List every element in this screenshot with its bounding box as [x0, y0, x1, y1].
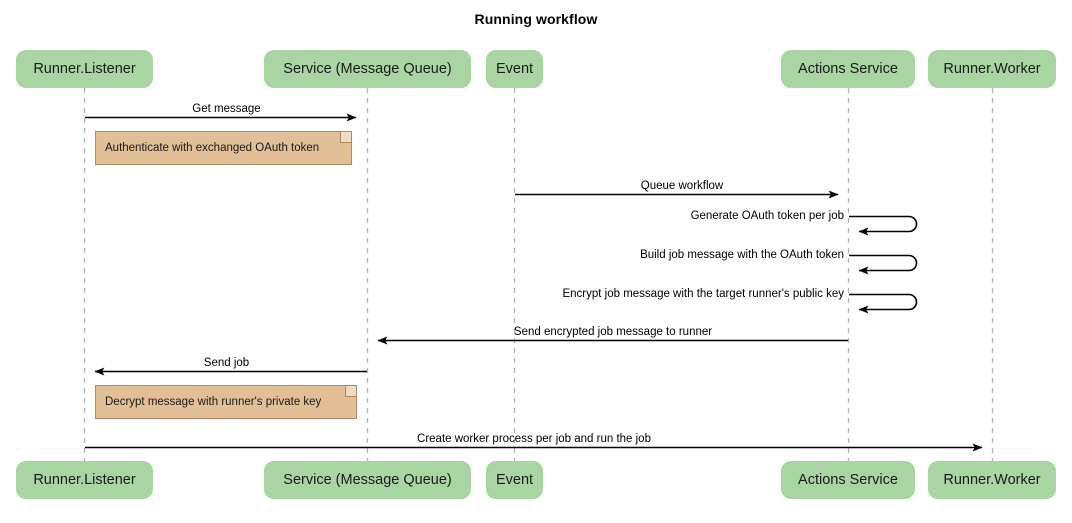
actor-label: Runner.Worker [943, 61, 1041, 77]
actor-box-service-message-queue-top[interactable]: Service (Message Queue) [264, 50, 471, 88]
note-fold-corner-icon [340, 132, 351, 143]
actor-box-runner-worker-top[interactable]: Runner.Worker [928, 50, 1056, 88]
actor-label: Actions Service [798, 472, 898, 488]
note-authenticate-with-oauth-token: Authenticate with exchanged OAuth token [95, 131, 352, 165]
actor-box-event-top[interactable]: Event [486, 50, 543, 88]
message-label-queue-workflow: Queue workflow [640, 180, 724, 192]
note-label: Authenticate with exchanged OAuth token [105, 142, 320, 154]
actor-label: Event [495, 472, 534, 488]
actor-label: Service (Message Queue) [283, 472, 452, 488]
actor-label: Service (Message Queue) [283, 61, 452, 77]
actor-label: Runner.Listener [33, 472, 136, 488]
message-label-send-encrypted-job-message: Send encrypted job message to runner [513, 326, 713, 338]
actor-label: Runner.Worker [943, 472, 1041, 488]
message-selfloop-generate-oauth-token [849, 215, 918, 236]
message-selfloop-build-job-message [849, 254, 918, 275]
actor-box-runner-listener-bottom[interactable]: Runner.Listener [16, 461, 153, 499]
actor-box-runner-worker-bottom[interactable]: Runner.Worker [928, 461, 1056, 499]
message-selfloop-encrypt-job-message [849, 293, 918, 314]
actor-box-runner-listener-top[interactable]: Runner.Listener [16, 50, 153, 88]
actor-box-event-bottom[interactable]: Event [486, 461, 543, 499]
message-label-generate-oauth-token: Generate OAuth token per job [690, 210, 844, 222]
actor-box-actions-service-top[interactable]: Actions Service [781, 50, 915, 88]
diagram-title: Running workflow [474, 11, 598, 27]
note-fold-corner-icon [345, 386, 356, 397]
actor-label: Actions Service [798, 61, 898, 77]
message-label-send-job: Send job [203, 357, 250, 369]
message-label-build-job-message: Build job message with the OAuth token [640, 249, 844, 261]
note-decrypt-message-private-key: Decrypt message with runner's private ke… [95, 385, 357, 419]
actor-box-actions-service-bottom[interactable]: Actions Service [781, 461, 915, 499]
message-label-create-worker-process: Create worker process per job and run th… [417, 433, 651, 445]
actor-label: Runner.Listener [33, 61, 136, 77]
actor-label: Event [495, 61, 534, 77]
note-label: Decrypt message with runner's private ke… [105, 396, 322, 408]
message-label-get-message: Get message [192, 103, 261, 115]
actor-box-service-message-queue-bottom[interactable]: Service (Message Queue) [264, 461, 471, 499]
message-label-encrypt-job-message: Encrypt job message with the target runn… [562, 288, 844, 300]
